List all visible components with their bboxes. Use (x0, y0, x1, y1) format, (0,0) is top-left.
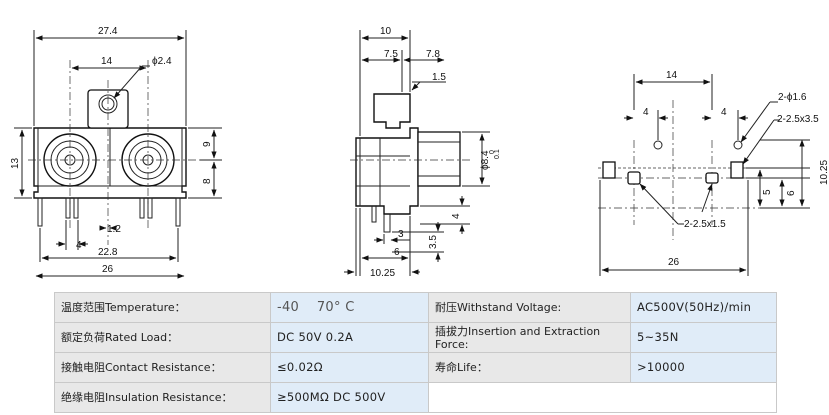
side-dimensions: 10 7.5 7.8 1.5 ϕ8.4 0 0.1 4 (344, 26, 501, 279)
spec-value: -40 70° C (270, 292, 429, 323)
spec-label: 寿命Life： (428, 352, 631, 383)
dim-pcb-top: 14 (666, 70, 678, 81)
dim-front-hole-dia: ϕ2.4 (152, 56, 172, 67)
front-dimensions: 27.4 14 ϕ2.4 13 9 8 1.2 (10, 26, 222, 279)
dim-front-hole-spacing: 14 (101, 56, 113, 67)
dim-pcb-slot-top: 2-2.5x3.5 (777, 114, 819, 125)
dim-pcb-right-b: 6 (786, 190, 797, 196)
dim-pcb-right-c: 10.25 (819, 160, 829, 185)
pcb-view: 14 4 4 2-ϕ1.6 2-2.5x3.5 2-2.5x1.5 (598, 70, 829, 276)
spec-label: 额定负荷Rated Load： (54, 322, 271, 353)
technical-drawing: 27.4 14 ϕ2.4 13 9 8 1.2 (10, 26, 829, 279)
spec-label: 插拔力Insertion and Extraction Force: (428, 322, 631, 353)
spec-label: 绝缘电阻Insulation Resistance： (54, 382, 271, 413)
spec-label: 温度范围Temperature： (54, 292, 271, 323)
dim-side-flange: 1.5 (432, 72, 446, 83)
table-row: 接触电阻Contact Resistance： ≤0.02Ω 寿命Life： >… (54, 352, 777, 383)
spec-value: ≥500MΩ DC 500V (270, 382, 429, 413)
spec-table: 温度范围Temperature： -40 70° C 耐压Withstand V… (54, 292, 777, 413)
dim-side-tol-upper: 0 (489, 150, 496, 154)
table-row: 额定负荷Rated Load： DC 50V 0.2A 插拔力Insertion… (54, 322, 777, 353)
dim-side-pin-pos: 6 (394, 247, 400, 258)
dim-pcb-bottom: 26 (668, 257, 680, 268)
spec-value: >10000 (630, 352, 777, 383)
dim-front-right-upper: 9 (202, 141, 213, 147)
pcb-holes (598, 100, 790, 240)
spec-value: AC500V(50Hz)/min (630, 292, 777, 323)
dim-side-right-part: 7.8 (426, 49, 440, 60)
table-row: 绝缘电阻Insulation Resistance： ≥500MΩ DC 500… (54, 382, 777, 413)
dim-pcb-right-pitch: 4 (721, 107, 727, 118)
dim-front-right-lower: 8 (202, 178, 213, 184)
dim-side-bottom: 10.25 (370, 268, 395, 279)
side-body (350, 93, 470, 233)
dim-front-width-top: 27.4 (98, 26, 118, 37)
dim-side-left-part: 7.5 (384, 49, 398, 60)
side-view: 10 7.5 7.8 1.5 ϕ8.4 0 0.1 4 (344, 26, 501, 279)
pcb-dimensions: 14 4 4 2-ϕ1.6 2-2.5x3.5 2-2.5x1.5 (599, 70, 829, 276)
dim-pcb-hole-small: 2-ϕ1.6 (778, 92, 807, 103)
spec-empty-cell (428, 382, 777, 413)
spec-label: 接触电阻Contact Resistance： (54, 352, 271, 383)
dim-front-pin-pitch: 4 (76, 240, 82, 251)
front-body (28, 60, 200, 245)
dim-pcb-left-pitch: 4 (643, 107, 649, 118)
dim-side-foot-height: 4 (451, 213, 462, 219)
dim-pcb-right-a: 5 (762, 189, 773, 195)
spec-value: DC 50V 0.2A (270, 322, 429, 353)
dim-side-pin-total: 3.5 (428, 235, 439, 249)
dim-side-pin-len: 3 (398, 229, 404, 240)
dim-front-base-width: 26 (102, 264, 114, 275)
dim-front-height: 13 (10, 157, 21, 169)
spec-value: ≤0.02Ω (270, 352, 429, 383)
table-row: 温度范围Temperature： -40 70° C 耐压Withstand V… (54, 292, 777, 323)
dim-front-pin-span: 22.8 (98, 247, 118, 258)
dim-side-top: 10 (380, 26, 392, 37)
dim-front-pin-offset: 1.2 (107, 224, 121, 235)
dim-side-tol-lower: 0.1 (494, 149, 501, 159)
spec-label: 耐压Withstand Voltage: (428, 292, 631, 323)
spec-value: 5~35N (630, 322, 777, 353)
dim-side-barrel-dia: ϕ8.4 (480, 150, 491, 170)
dim-pcb-slot-bottom: 2-2.5x1.5 (684, 219, 726, 230)
front-view: 27.4 14 ϕ2.4 13 9 8 1.2 (10, 26, 222, 279)
